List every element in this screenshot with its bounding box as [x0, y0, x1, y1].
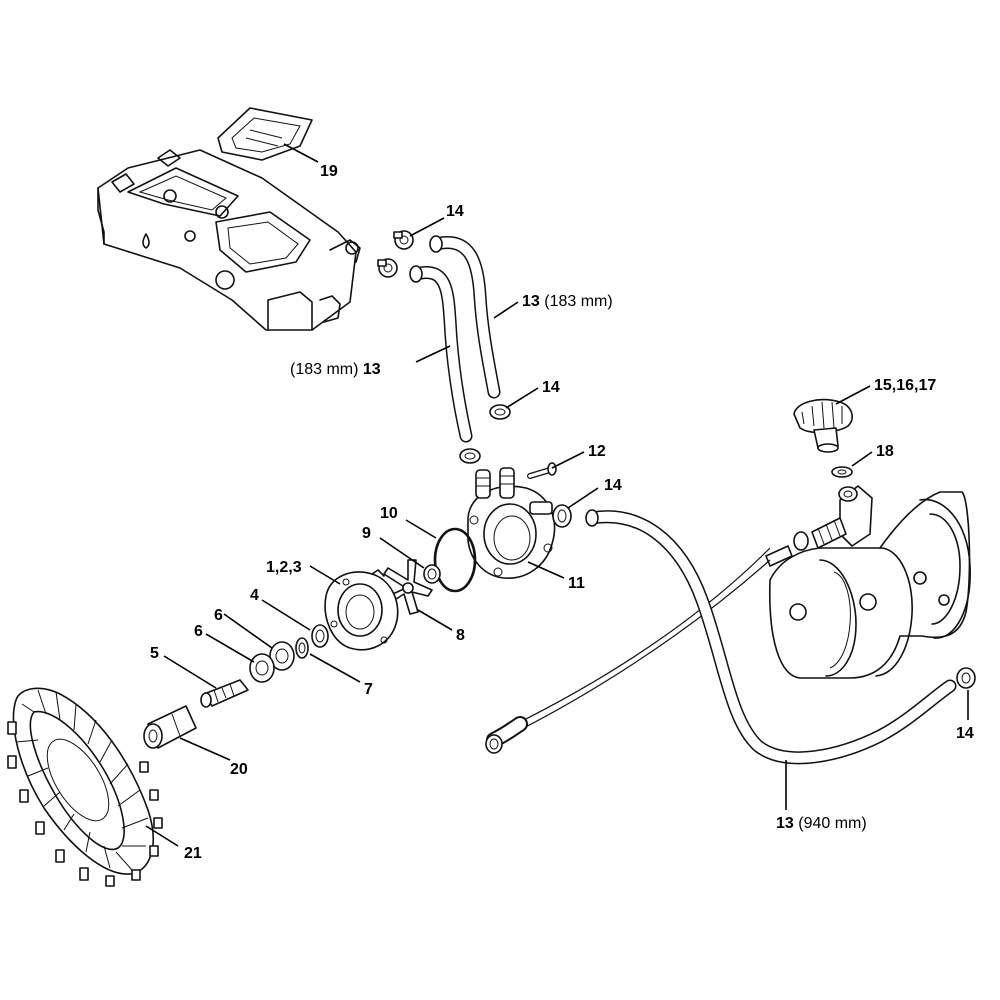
label-21: 21: [184, 845, 202, 862]
part-1-2-3-pump-housing: [324, 569, 399, 651]
part-6-bearing-upper: [269, 641, 295, 671]
label-15-16-17: 15,16,17: [874, 377, 936, 394]
label-5: 5: [150, 645, 159, 662]
label-13-right: 13 (183 mm): [522, 293, 613, 310]
pump-housing-frame: [97, 149, 361, 331]
label-9: 9: [362, 525, 371, 542]
part-9-ring: [423, 564, 441, 584]
part-4-seal: [311, 624, 329, 648]
hose-clamp-right: [956, 667, 976, 689]
label-8: 8: [456, 627, 465, 644]
part-20-coupling: [143, 705, 197, 749]
part-18-washer: [831, 466, 853, 478]
label-6-lower: 6: [194, 623, 203, 640]
label-11: 11: [568, 575, 585, 592]
hose-clamp-bottom-left: [485, 734, 503, 754]
part-11-pump-cover: [467, 467, 556, 579]
long-hose-13: [585, 509, 957, 765]
label-1-2-3: 1,2,3: [266, 559, 302, 576]
label-14-top: 14: [446, 203, 464, 220]
water-tank: [765, 485, 971, 679]
part-10-o-ring: [433, 527, 477, 593]
label-14-cover: 14: [604, 477, 622, 494]
part-6-bearing-lower: [249, 653, 275, 683]
part-15-16-17-filler-cap: [793, 398, 853, 453]
hose-clamps-top: [377, 230, 414, 278]
hose-clamps-mid: [459, 404, 511, 464]
label-10: 10: [380, 505, 398, 522]
label-19: 19: [320, 163, 338, 180]
label-14-right: 14: [956, 725, 974, 742]
label-7: 7: [364, 681, 373, 698]
part-5-shaft: [200, 679, 249, 708]
label-6-upper: 6: [214, 607, 223, 624]
label-13-long: 13 (940 mm): [776, 815, 867, 832]
part-labels: 19 14 13 (183 mm) (183 mm) 13 14 15,16,1…: [150, 163, 974, 862]
hose-clamp-cover: [552, 504, 572, 528]
leader-lines: [145, 143, 969, 847]
label-20: 20: [230, 761, 248, 778]
label-4: 4: [250, 587, 259, 604]
part-7-seal: [295, 637, 309, 659]
hose-behind-tank: [507, 559, 771, 737]
part-12-screw: [527, 462, 557, 479]
part-21-basket: [7, 687, 163, 887]
short-hoses-13: [409, 235, 501, 443]
label-12: 12: [588, 443, 606, 460]
label-14-mid: 14: [542, 379, 560, 396]
label-13-left: (183 mm) 13: [290, 361, 381, 378]
label-18: 18: [876, 443, 894, 460]
